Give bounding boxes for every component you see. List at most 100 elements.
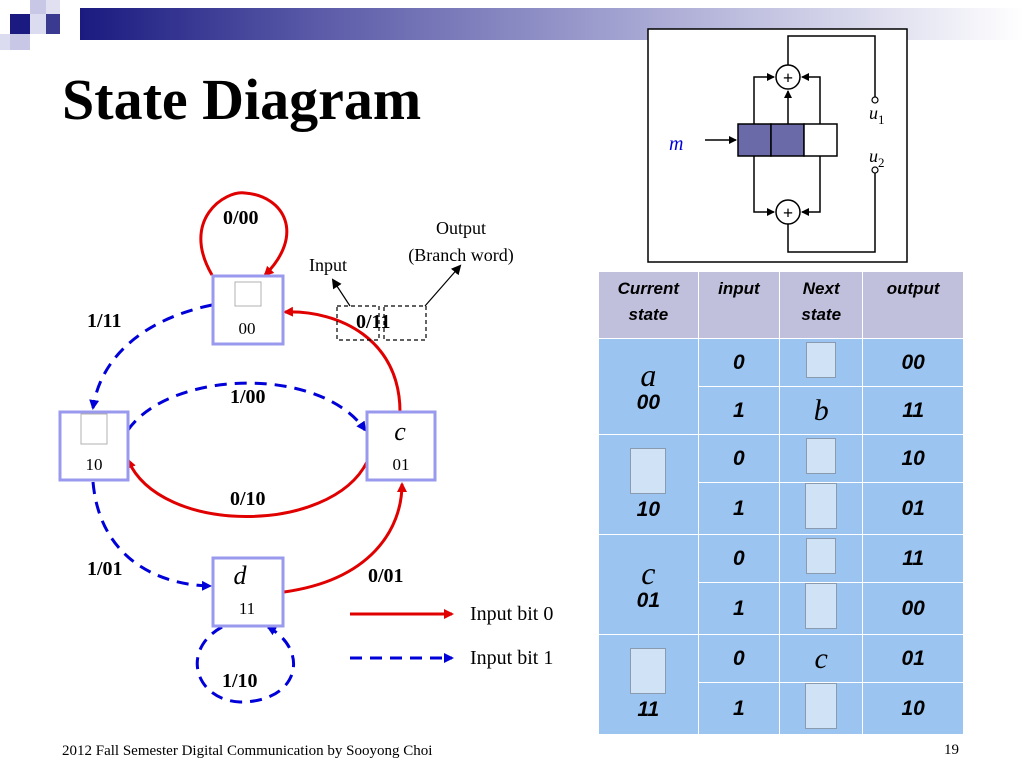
output-line-u2 <box>787 170 876 253</box>
next-state-cell <box>779 482 864 535</box>
header-input: input <box>697 271 781 339</box>
placeholder-image <box>806 342 837 378</box>
table-row: 10 0 10 <box>598 434 964 535</box>
slide-title: State Diagram <box>62 67 422 132</box>
placeholder-image <box>80 413 108 445</box>
page-number: 19 <box>944 742 959 758</box>
label-10-to-11: 1/01 <box>87 558 123 580</box>
output-cell: 00 <box>862 338 964 387</box>
state-code: 10 <box>86 455 103 474</box>
table-row: 11 0 c 01 <box>598 634 964 735</box>
table-row: 1 00 <box>599 582 964 635</box>
current-state-cell: a 00 <box>598 338 699 435</box>
transition-01-to-10 <box>126 458 369 518</box>
transition-10-to-11 <box>91 481 212 591</box>
input-cell: 0 <box>697 434 781 483</box>
output-cell: 10 <box>862 434 964 483</box>
transition-11-to-01 <box>283 482 407 594</box>
corner-square <box>30 14 46 34</box>
input-annotation: Input <box>309 255 347 275</box>
state-diagram: 00 10 c 01 d 11 0/00 1/11 0/11 1/00 0/10… <box>58 191 553 704</box>
state-code: 01 <box>393 455 410 474</box>
input-cell: 1 <box>697 682 781 735</box>
corner-square <box>10 14 30 34</box>
table-row: 1 b 11 <box>599 386 964 435</box>
placeholder-image <box>805 683 838 729</box>
output-cell: 00 <box>862 582 964 635</box>
state-letter: d <box>234 561 248 590</box>
input-label-m: m <box>669 133 683 155</box>
input-cell: 0 <box>697 534 781 583</box>
placeholder-image <box>805 483 838 529</box>
input-cell: 1 <box>697 386 781 435</box>
table-row: 1 10 <box>599 682 964 735</box>
output-annotation-line1: Output <box>436 218 486 238</box>
legend-solid-label: Input bit 0 <box>470 603 553 625</box>
output-annotation-line2: (Branch word) <box>408 245 513 266</box>
label-11-to-01: 0/01 <box>368 565 404 587</box>
output-cell: 11 <box>862 534 964 583</box>
next-state-cell <box>779 582 864 635</box>
state-01: c 01 <box>365 410 437 482</box>
label-01-to-00: 0/11 <box>356 311 390 333</box>
output-cell: 11 <box>862 386 964 435</box>
output-cell: 01 <box>862 482 964 535</box>
footer-text: 2012 Fall Semester Digital Communication… <box>62 743 433 759</box>
corner-decoration <box>0 0 80 60</box>
output-cell: 01 <box>862 634 964 683</box>
input-pointer-line <box>331 278 351 307</box>
next-state-cell <box>779 338 864 387</box>
placeholder-image <box>630 647 667 694</box>
label-self-11: 1/10 <box>222 670 258 692</box>
input-cell: 0 <box>697 634 781 683</box>
state-10: 10 <box>58 410 130 482</box>
output-terminal-u1 <box>871 96 879 104</box>
adder-symbol: + <box>783 68 793 88</box>
output-cell: 10 <box>862 682 964 735</box>
output-pointer-line <box>424 264 462 307</box>
current-state-cell: 10 <box>598 434 699 535</box>
state-code: 11 <box>239 599 255 618</box>
transition-01-to-00 <box>283 306 402 413</box>
next-state-cell: c <box>779 634 864 683</box>
input-cell: 1 <box>697 582 781 635</box>
legend-dashed-label: Input bit 1 <box>470 647 553 669</box>
input-highlight-box <box>336 305 380 341</box>
placeholder-image <box>806 438 837 474</box>
current-state-cell: c 01 <box>598 534 699 635</box>
state-code: 00 <box>239 319 256 338</box>
header-output: output <box>862 271 964 339</box>
output-label-u1: u1 <box>869 103 885 127</box>
adder-symbol: + <box>783 203 793 223</box>
output-label-u2: u2 <box>869 146 885 170</box>
label-self-00: 0/00 <box>223 207 259 229</box>
tap-line <box>753 73 775 124</box>
input-cell: 0 <box>697 338 781 387</box>
next-state-cell <box>779 434 864 483</box>
output-terminal-u2 <box>871 166 879 174</box>
input-cell: 1 <box>697 482 781 535</box>
label-10-to-01: 1/00 <box>230 386 266 408</box>
transition-00-to-10 <box>89 303 213 410</box>
output-line-u1 <box>787 35 876 100</box>
placeholder-image <box>630 447 667 494</box>
encoder-diagram: + + m u1 u2 <box>647 28 908 263</box>
table-row: a 00 0 00 <box>598 338 964 435</box>
output-highlight-box <box>383 305 427 341</box>
state-11: d 11 <box>211 556 285 628</box>
placeholder-image <box>805 583 838 629</box>
current-state-cell: 11 <box>598 634 699 735</box>
label-00-to-10: 1/11 <box>87 310 121 332</box>
next-state-cell <box>779 534 864 583</box>
state-letter: c <box>394 417 406 446</box>
register-cell-2 <box>770 123 805 157</box>
transition-self-11 <box>195 625 295 704</box>
next-state-cell <box>779 682 864 735</box>
corner-square <box>46 0 60 14</box>
corner-square <box>30 0 46 14</box>
register-cell-3 <box>803 123 838 157</box>
